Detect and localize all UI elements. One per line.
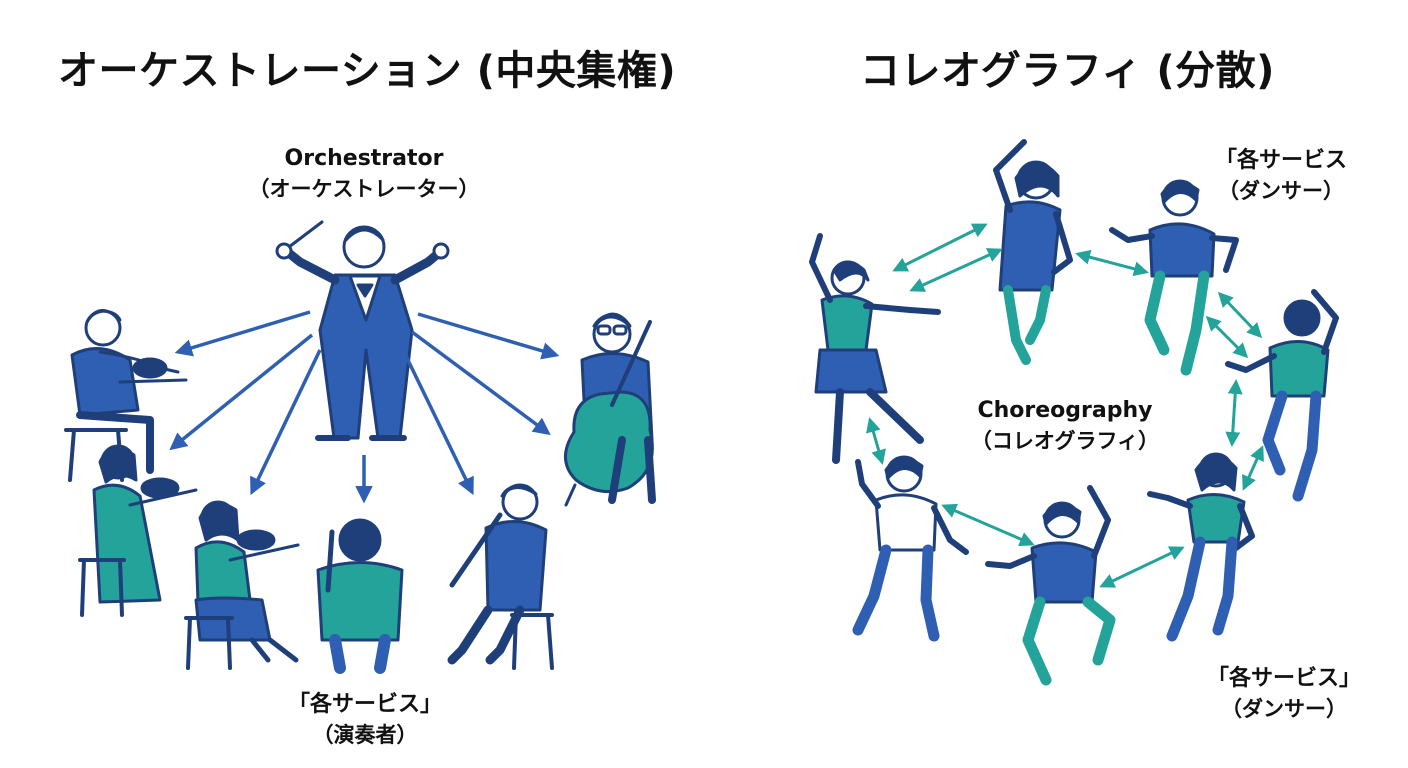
dancer-figure bbox=[852, 455, 969, 642]
orchestrator-label-block: Orchestrator （オーケストレーター） bbox=[228, 144, 500, 204]
musicians-label: 「各サービス」 bbox=[287, 692, 442, 717]
dancer-figure bbox=[993, 139, 1073, 365]
violinist-figure bbox=[184, 500, 300, 670]
orchestration-title: オーケストレーション (中央集権) bbox=[58, 48, 677, 94]
cellist-figure bbox=[564, 312, 656, 507]
choreography-arrows bbox=[866, 223, 1264, 588]
orchestrator-sublabel: （オーケストレーター） bbox=[248, 177, 480, 201]
dancers-label-top-block: 「各サービス （ダンサー） bbox=[1196, 146, 1366, 206]
dancers-label-top: 「各サービス bbox=[1214, 148, 1347, 173]
choreography-center-label: Choreography bbox=[977, 398, 1153, 423]
flutist-figure bbox=[316, 518, 404, 674]
dancer-figure bbox=[1225, 289, 1339, 502]
choreography-center-sublabel: （コレオグラフィ） bbox=[970, 429, 1160, 453]
clarinetist-figure bbox=[447, 483, 554, 670]
dancers-sublabel-bottom: （ダンサー） bbox=[1221, 697, 1347, 721]
musicians-label-block: 「各サービス」 （演奏者） bbox=[270, 690, 460, 750]
dancers-label-bottom: 「各サービス」 bbox=[1206, 666, 1361, 691]
choreography-center-label-block: Choreography （コレオグラフィ） bbox=[940, 396, 1190, 456]
dancer-figure bbox=[1109, 179, 1239, 376]
orchestrator-label: Orchestrator bbox=[284, 146, 444, 171]
violinist-figure bbox=[64, 309, 188, 482]
musicians-sublabel: （演奏者） bbox=[312, 723, 418, 747]
dancers-label-bottom-block: 「各サービス」 （ダンサー） bbox=[1196, 664, 1372, 724]
dancer-figure bbox=[1147, 452, 1255, 642]
orchestrator-arrows bbox=[169, 310, 560, 504]
choreography-title: コレオグラフィ (分散) bbox=[860, 48, 1275, 94]
dancer-figure bbox=[809, 233, 941, 464]
dancers-sublabel-top: （ダンサー） bbox=[1218, 179, 1344, 203]
violinist-figure bbox=[78, 444, 198, 617]
conductor-figure bbox=[275, 220, 450, 441]
dancer-figure bbox=[985, 485, 1116, 686]
